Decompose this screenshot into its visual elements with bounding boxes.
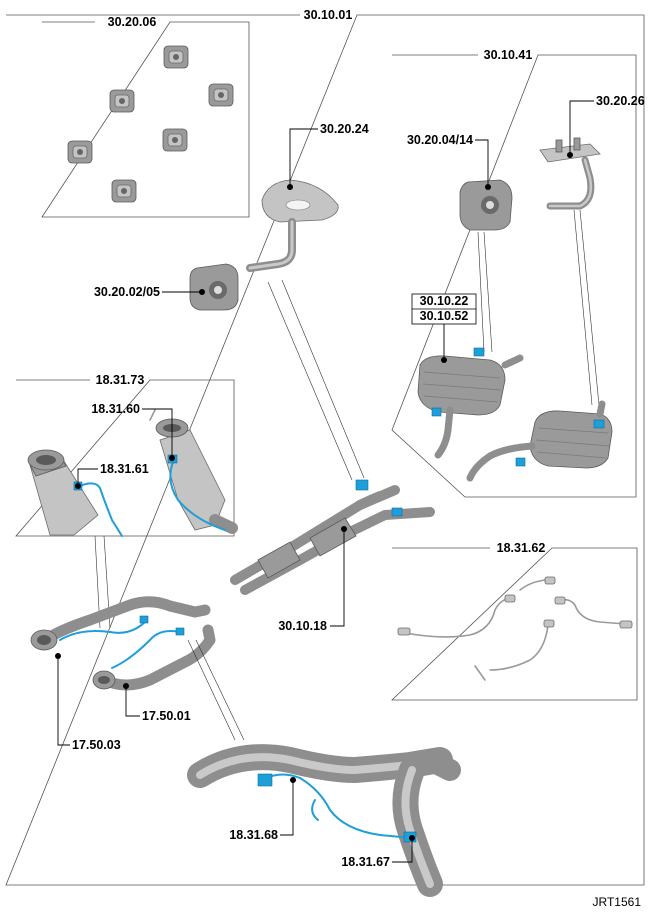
label-sensor-61: 18.31.61: [100, 462, 149, 476]
label-loose-sensors: 18.31.62: [497, 541, 546, 555]
label-heat-shield: 30.20.24: [320, 122, 369, 136]
muffler-mount-part: 30.20.04/14: [407, 133, 513, 231]
label-sensor-60: 18.31.60: [91, 402, 140, 416]
center-pipe-assembly: 30.10.18: [230, 479, 435, 633]
bracket-part: 30.20.26: [539, 94, 645, 210]
rubber-mount-3: [208, 83, 234, 107]
rubber-mount-5: [67, 140, 93, 164]
figure-id: JRT1561: [593, 895, 642, 909]
catalytic-converter-right: [149, 409, 238, 534]
label-sensors-group: 18.31.73: [96, 373, 145, 387]
heat-shield-assembly: 30.20.24: [246, 122, 369, 272]
muffler-lower: [466, 400, 613, 482]
catalytic-converter-left: [27, 449, 123, 537]
label-mounts-kit: 30.20.06: [108, 15, 157, 29]
label-muffler-a: 30.10.22: [420, 294, 469, 308]
label-sensor-67: 18.31.67: [341, 855, 390, 869]
front-pipes-assembly: 17.50.03 17.50.01: [30, 596, 216, 752]
label-muffler-b: 30.10.52: [420, 309, 469, 323]
mounts-kit-box: 30.20.06: [41, 15, 250, 218]
rubber-mount-6: [111, 179, 137, 203]
label-muffler-mount: 30.20.04/14: [407, 133, 473, 147]
rubber-mount-2: [109, 89, 135, 113]
main-assembly-frame: 30.10.01: [5, 8, 645, 886]
label-main-assembly: 30.10.01: [304, 8, 353, 22]
label-bracket: 30.20.26: [596, 94, 645, 108]
label-front-pipe-right: 17.50.01: [142, 709, 191, 723]
label-mufflers-group: 30.10.41: [484, 48, 533, 62]
label-sensor-68: 18.31.68: [229, 828, 278, 842]
label-rear-mount: 30.20.02/05: [94, 285, 160, 299]
rubber-mount-4: [162, 128, 188, 152]
label-center-pipe: 30.10.18: [278, 619, 327, 633]
rear-mount-assembly: 30.20.02/05: [94, 263, 239, 311]
sensors-group: 18.31.73 18.31.61 18.31.60: [15, 373, 238, 537]
detail-zoom: 18.31.68 18.31.67: [187, 744, 461, 897]
label-front-pipe-left: 17.50.03: [72, 738, 121, 752]
rubber-mount-1: [163, 45, 189, 69]
loose-sensors-box: 18.31.62: [390, 541, 638, 701]
muffler-upper: [417, 347, 524, 459]
mufflers-group: 30.10.41 30.20.26 30.20.04/14: [391, 48, 645, 498]
